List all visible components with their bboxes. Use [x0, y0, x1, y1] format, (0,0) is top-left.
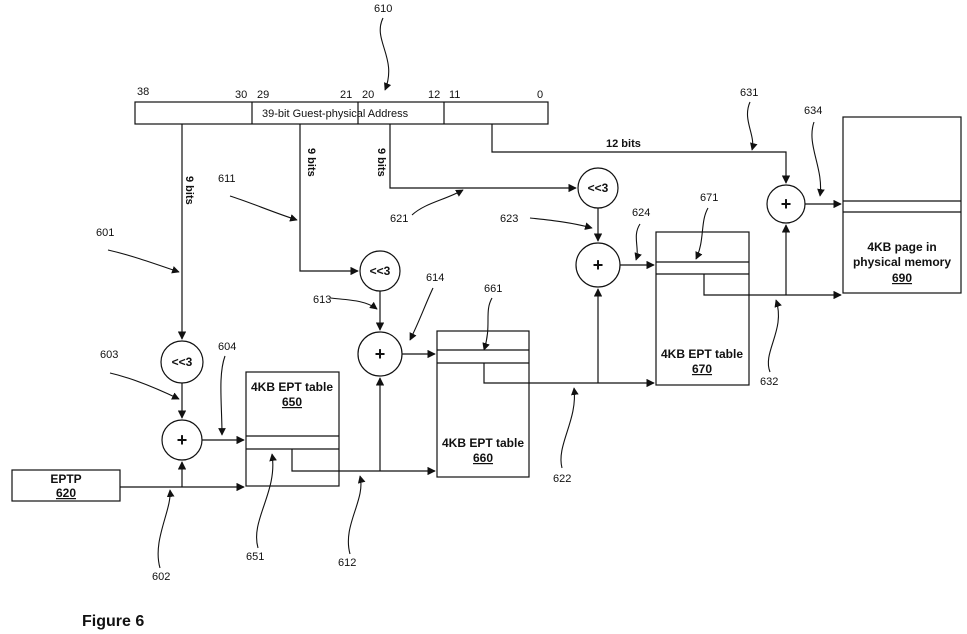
- eptp-label: EPTP: [50, 472, 81, 486]
- bit-label-12: 12: [428, 89, 440, 101]
- ref-602: 602: [152, 571, 170, 583]
- eptp-number: 620: [56, 486, 76, 500]
- ref-611: 611: [218, 173, 236, 185]
- figure-label: Figure 6: [82, 613, 144, 630]
- ref-624: 624: [632, 207, 650, 219]
- flow-arrow: [483, 363, 655, 388]
- table-label: 4KB EPT table: [661, 347, 743, 361]
- eptp-box: EPTP 620: [11, 469, 121, 502]
- flow-lines: [120, 124, 842, 492]
- bits-label-9: 9 bits: [375, 148, 387, 177]
- ref-601: 601: [96, 227, 114, 239]
- flow-arrow: [299, 124, 359, 276]
- add-label: +: [781, 194, 792, 214]
- lead-line: [560, 387, 579, 469]
- flow-arrow: [389, 124, 577, 193]
- physical-page-690: 4KB page in physical memory 690: [842, 116, 962, 294]
- lead-line: [107, 249, 180, 274]
- lead-line: [347, 475, 366, 555]
- lead-line: [157, 489, 175, 569]
- add-op-4: +: [766, 184, 806, 224]
- ref-634: 634: [804, 105, 822, 117]
- shift-label: <<3: [588, 181, 609, 195]
- lead-line: [529, 217, 593, 230]
- ref-604: 604: [218, 341, 236, 353]
- lead-line: [695, 207, 709, 260]
- lead-line: [256, 453, 277, 549]
- bit-label-20: 20: [362, 89, 374, 101]
- address-register: [134, 101, 549, 125]
- flow-arrow: [291, 449, 436, 476]
- bit-label-29: 29: [257, 89, 269, 101]
- bit-label-38: 38: [137, 86, 149, 98]
- lead-line: [767, 299, 782, 373]
- table-number: 670: [692, 362, 712, 376]
- add-label: +: [177, 430, 188, 450]
- page-label-line2: physical memory: [853, 255, 951, 269]
- lead-line: [811, 121, 825, 197]
- add-op-1: +: [161, 419, 203, 461]
- ref-621: 621: [390, 213, 408, 225]
- shift-label: <<3: [172, 355, 193, 369]
- page-label-line1: 4KB page in: [867, 240, 936, 254]
- bits-label-9: 9 bits: [183, 176, 195, 205]
- bit-label-21: 21: [340, 89, 352, 101]
- bit-label-30: 30: [235, 89, 247, 101]
- add-op-2: +: [357, 331, 403, 377]
- table-number: 660: [473, 451, 493, 465]
- ept-table-660: 4KB EPT table 660: [436, 330, 530, 478]
- lead-line: [482, 297, 493, 351]
- add-label: +: [375, 344, 386, 364]
- shift-op-1: <<3: [160, 340, 204, 384]
- lead-line: [746, 101, 758, 151]
- ref-651: 651: [246, 551, 264, 563]
- ref-631: 631: [740, 87, 758, 99]
- table-number: 650: [282, 395, 302, 409]
- guest-physical-address: 39-bit Guest-physical Address 38 30 29 2…: [134, 86, 549, 125]
- lead-line: [411, 189, 464, 216]
- ept-table-670: 4KB EPT table 670: [655, 231, 750, 386]
- shift-label: <<3: [370, 264, 391, 278]
- shift-op-2: <<3: [359, 250, 401, 292]
- flow-arrow: [491, 124, 791, 184]
- ref-671: 671: [700, 192, 718, 204]
- ref-613: 613: [313, 294, 331, 306]
- lead-line: [229, 195, 298, 222]
- lead-line: [379, 17, 392, 91]
- lead-line: [329, 297, 378, 310]
- table-label: 4KB EPT table: [251, 380, 333, 394]
- bits-label-12: 12 bits: [606, 138, 641, 150]
- ref-603: 603: [100, 349, 118, 361]
- lead-line: [109, 372, 180, 400]
- lead-line: [409, 287, 434, 341]
- ref-622: 622: [553, 473, 571, 485]
- ref-632: 632: [760, 376, 778, 388]
- address-title: 39-bit Guest-physical Address: [262, 108, 409, 120]
- ref-614: 614: [426, 272, 444, 284]
- bit-label-0: 0: [537, 89, 543, 101]
- flow-arrow: [703, 274, 842, 300]
- add-label: +: [593, 255, 604, 275]
- add-op-3: +: [575, 242, 621, 288]
- reference-numerals: 610 601 603 604 602 651 612 611 613 614 …: [96, 3, 825, 583]
- page-number: 690: [892, 271, 912, 285]
- shift-op-3: <<3: [577, 167, 619, 209]
- bits-label-9: 9 bits: [305, 148, 317, 177]
- bit-label-11: 11: [449, 89, 460, 101]
- lead-line: [218, 355, 226, 436]
- ref-661: 661: [484, 283, 502, 295]
- ref-612: 612: [338, 557, 356, 569]
- lead-line: [634, 223, 642, 261]
- table-label: 4KB EPT table: [442, 436, 524, 450]
- ref-610: 610: [374, 3, 392, 15]
- ref-623: 623: [500, 213, 518, 225]
